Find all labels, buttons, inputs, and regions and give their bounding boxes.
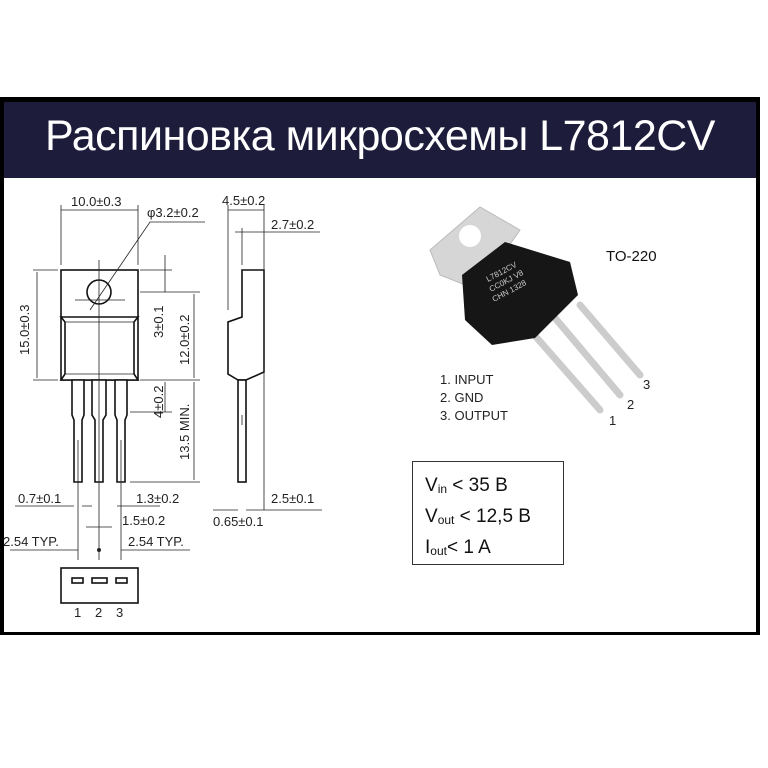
- tab-hole: [459, 225, 481, 247]
- spec-vout: Vout < 12,5 B: [425, 506, 531, 527]
- dim-lead-thickness: 0.65±0.1: [213, 514, 264, 529]
- front-view: [10, 205, 205, 560]
- dim-depth: 4.5±0.2: [222, 193, 265, 208]
- dim-body-height: 12.0±0.2: [177, 314, 192, 365]
- dim-pitch-left: 2.54 TYP.: [3, 534, 59, 549]
- photo-lead-1: [526, 326, 604, 414]
- dim-lead-gap: 1.5±0.2: [122, 513, 165, 528]
- black-body: [462, 242, 578, 345]
- photo-pin-1: 1: [609, 413, 616, 428]
- dim-lead-length: 13.5 MIN.: [177, 404, 192, 460]
- photo-lead-3: [576, 301, 644, 379]
- pinout-1: 1. INPUT: [440, 372, 494, 387]
- photo-pin-2: 2: [627, 397, 634, 412]
- pin-number-1: 1: [74, 605, 81, 620]
- photo-lead-2: [551, 314, 624, 399]
- dim-lead-shoulder-width: 1.3±0.2: [136, 491, 179, 506]
- side-outline: [227, 269, 265, 381]
- dim-lead-width: 0.7±0.1: [18, 491, 61, 506]
- lead-1: [71, 379, 85, 483]
- pin-number-2: 2: [95, 605, 102, 620]
- pinout-3: 3. OUTPUT: [440, 408, 508, 423]
- spec-vin: Vin < 35 B: [425, 475, 508, 496]
- dim-height: 15.0±0.3: [17, 304, 32, 355]
- specs-box: Vin < 35 B Vout < 12,5 B Iout< 1 A: [412, 461, 564, 565]
- bottom-outline: [60, 567, 139, 604]
- pinout-2: 2. GND: [440, 390, 483, 405]
- page-title: Распиновка микросхемы L7812CV: [45, 112, 715, 160]
- side-lead: [237, 379, 247, 483]
- spec-iout: Iout< 1 A: [425, 537, 491, 558]
- side-view: [213, 205, 322, 511]
- lead-3: [114, 379, 128, 483]
- bottom-view: [60, 567, 139, 604]
- dim-pitch-right: 2.54 TYP.: [128, 534, 184, 549]
- content-area: [4, 178, 756, 632]
- dim-width: 10.0±0.3: [71, 194, 122, 209]
- to220-photo: L7812CV CC0KJ V8 CHN 1328: [429, 206, 644, 414]
- header-bar: [4, 102, 756, 178]
- package-label: TO-220: [606, 248, 657, 265]
- dim-lead-shoulder: 4±0.2: [151, 386, 166, 418]
- dim-tab-offset: 2.7±0.2: [271, 217, 314, 232]
- pin-number-3: 3: [116, 605, 123, 620]
- dim-hole-pos: 3±0.1: [151, 306, 166, 338]
- dim-lead-offset: 2.5±0.1: [271, 491, 314, 506]
- photo-pin-3: 3: [643, 377, 650, 392]
- body-outline: [59, 316, 140, 381]
- dim-hole: φ3.2±0.2: [147, 205, 199, 220]
